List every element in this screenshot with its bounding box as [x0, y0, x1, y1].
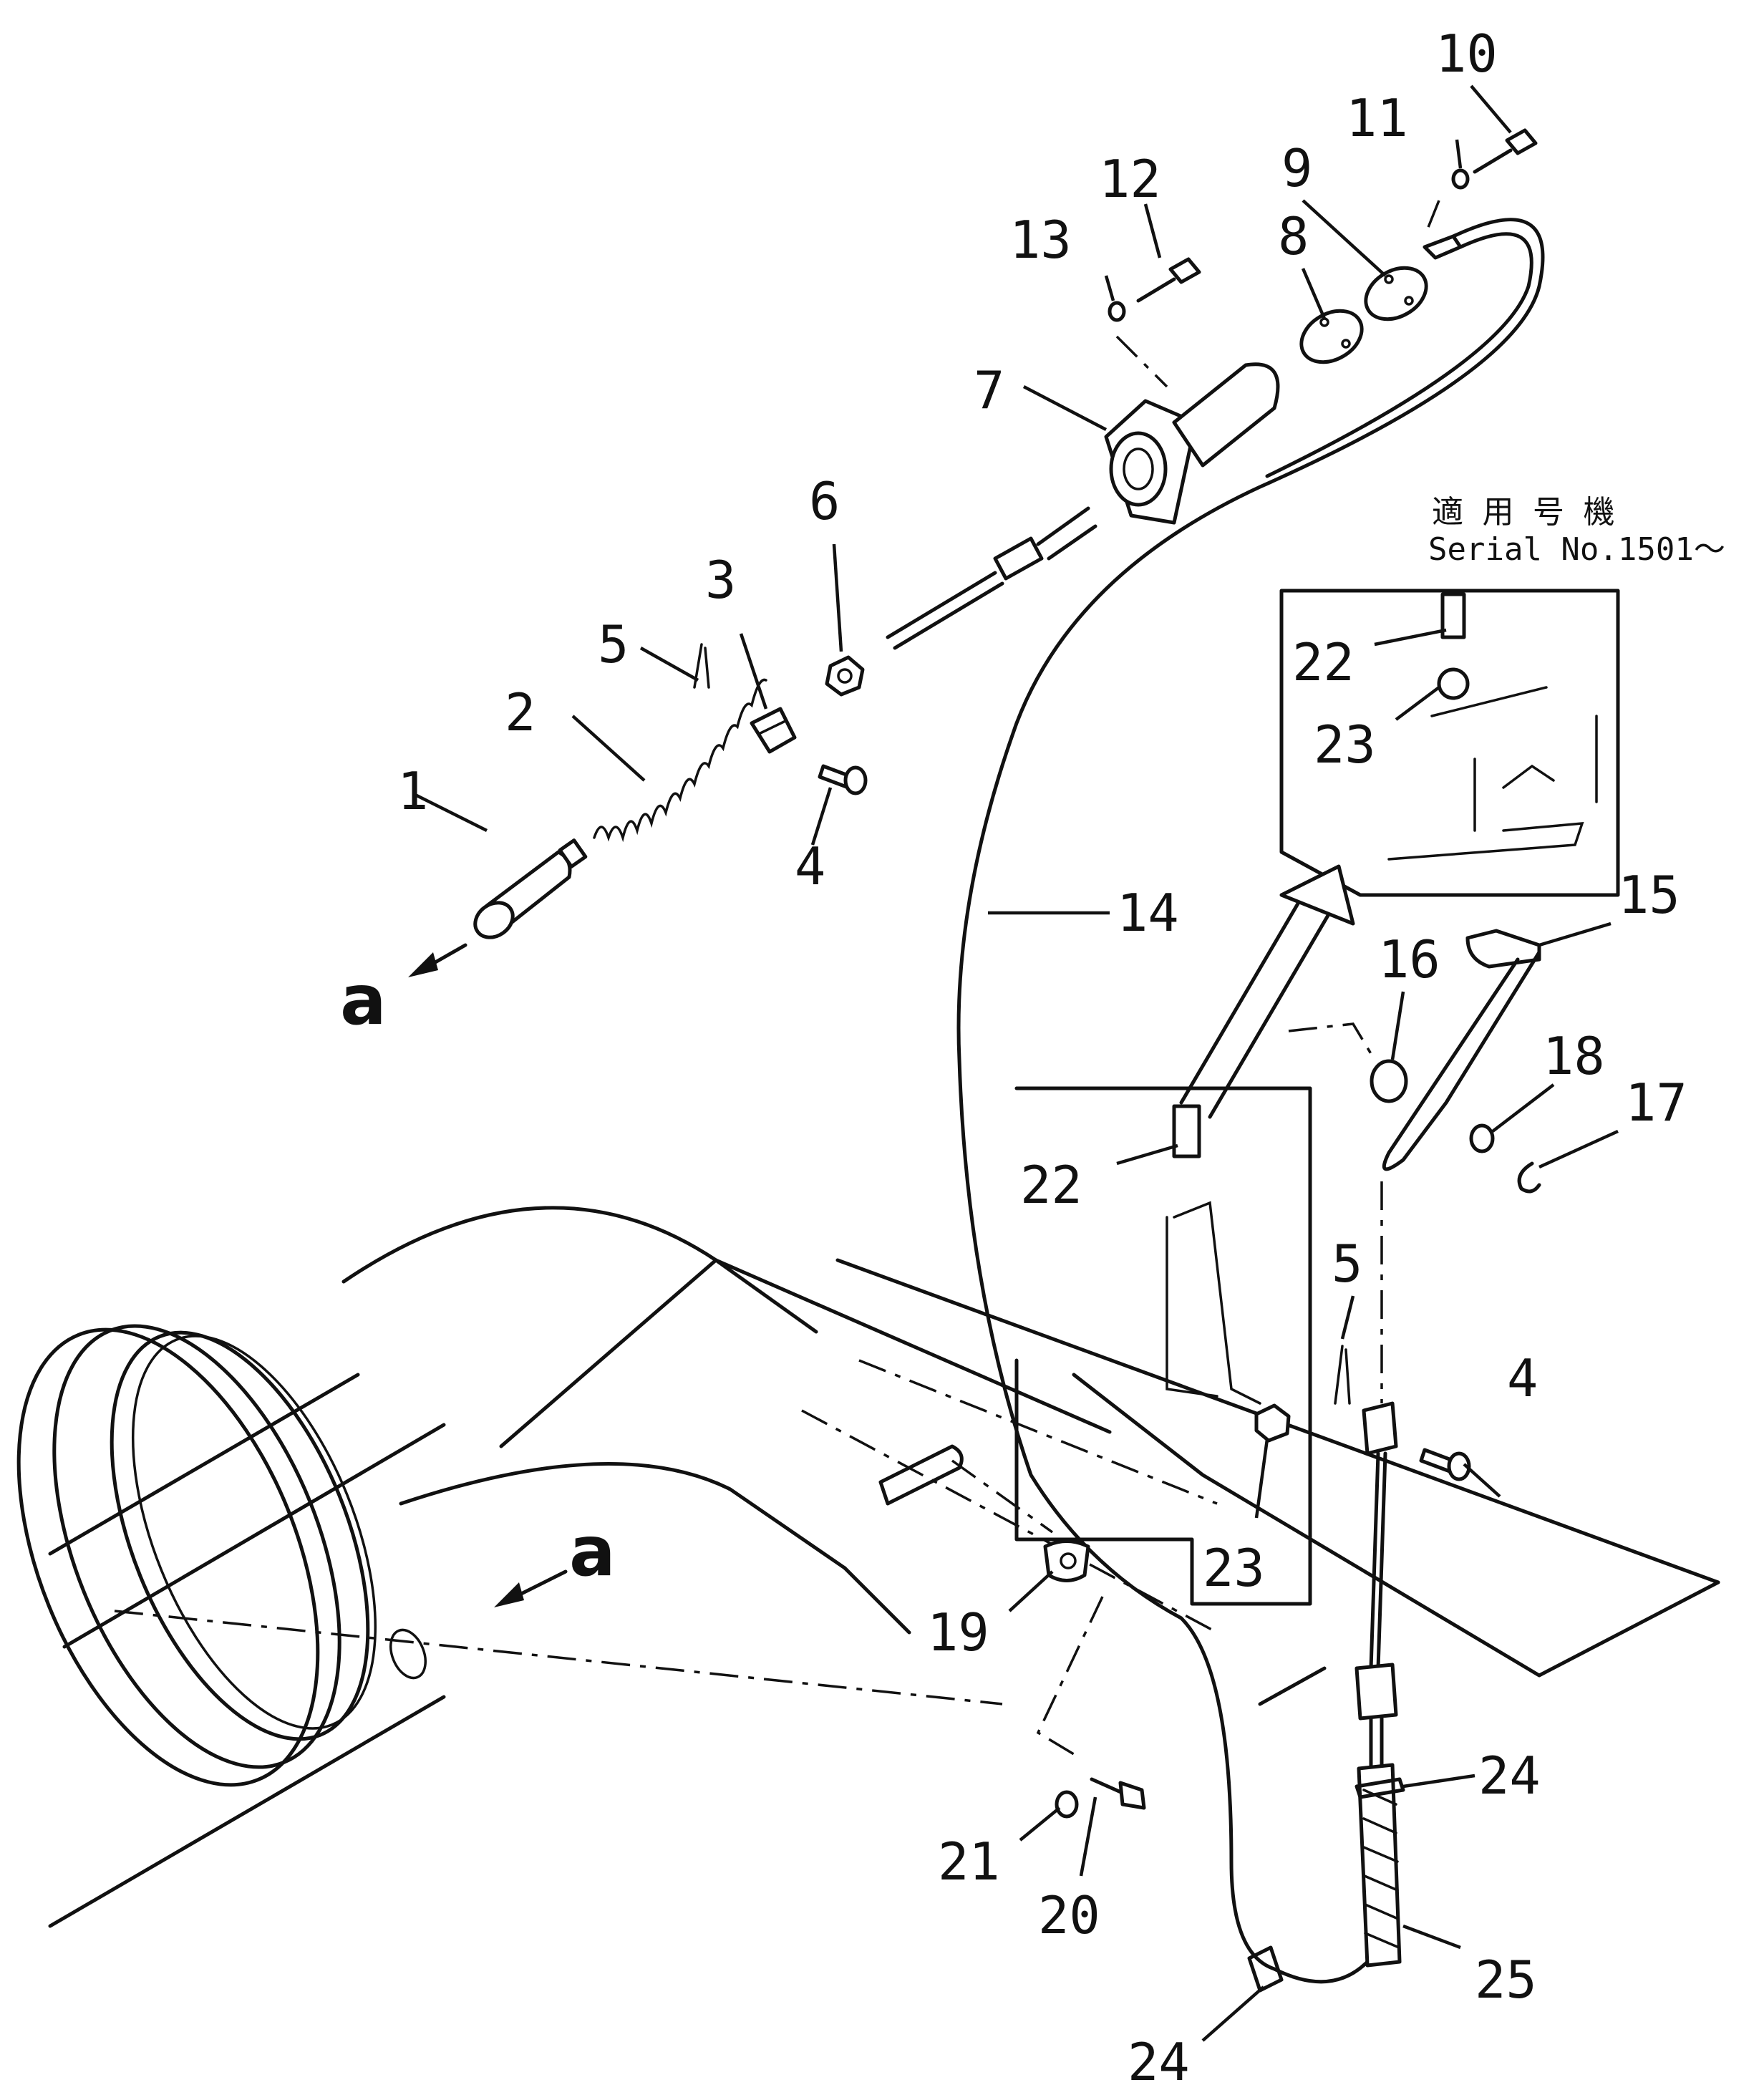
threaded-rod: [886, 506, 1097, 650]
part-24-band-lower: [1247, 1945, 1284, 1993]
detail-inset-upper: [1279, 589, 1620, 897]
callout-4: 4: [795, 836, 825, 896]
cable-end-clevis: [1354, 1401, 1398, 1771]
part-9-plate: [1364, 266, 1428, 321]
callout-labels: 1 2 3 4 5 6 7 8 9 10 11 12 13 14 15 16 1…: [397, 24, 1687, 2092]
applicable-serial-number: Serial No.1501～: [1428, 531, 1725, 568]
control-cable-14: [956, 218, 1545, 1984]
callout-7: 7: [974, 360, 1004, 420]
callout-13: 13: [1009, 210, 1072, 270]
callout-5: 5: [598, 614, 629, 674]
part-3-clevis: [750, 707, 797, 754]
part-20-bolt: [1090, 1777, 1146, 1810]
callout-17: 17: [1625, 1073, 1687, 1133]
callout-8: 8: [1278, 206, 1309, 266]
callout-24-upper: 24: [1478, 1746, 1541, 1806]
part-7-housing: [1104, 362, 1280, 525]
view-arrow-a-lower: [494, 1569, 568, 1607]
callout-19: 19: [927, 1602, 989, 1663]
view-label-a-lower: a: [569, 1511, 616, 1592]
callout-22-upper: 22: [1292, 632, 1354, 692]
callout-5-lower: 5: [1332, 1234, 1362, 1294]
part-2-spring: [593, 678, 767, 843]
view-arrow-a-upper: [408, 943, 467, 977]
part-6-nut: [825, 655, 865, 697]
callout-4-lower: 4: [1507, 1348, 1538, 1408]
callout-16: 16: [1378, 929, 1440, 990]
callout-24-lower: 24: [1128, 2032, 1190, 2091]
callout-2: 2: [505, 682, 536, 742]
part-10-bolt: [1473, 128, 1538, 174]
part-16-bushing: [1370, 1059, 1408, 1103]
part-13-washer: [1108, 301, 1126, 322]
callout-3: 3: [705, 550, 736, 610]
part-17-clip: [1517, 1161, 1541, 1194]
part-11-washer: [1451, 168, 1470, 190]
part-12-bolt: [1136, 257, 1201, 303]
part-21-washer: [1055, 1790, 1079, 1819]
detail-inset-lower: [1014, 1086, 1312, 1606]
view-label-a-upper: a: [340, 960, 387, 1040]
part-4-pin-lower: [1419, 1448, 1471, 1481]
inset-reference-arrow: [1179, 864, 1355, 1119]
part-25-cable-sheath: [1357, 1763, 1402, 1968]
part-4-pin: [818, 764, 868, 795]
callout-23-lower: 23: [1203, 1538, 1265, 1598]
callout-21: 21: [938, 1832, 1000, 1892]
callout-12: 12: [1099, 149, 1161, 209]
callout-15: 15: [1618, 865, 1680, 925]
part-5-cotter-pin-lower: [1334, 1345, 1351, 1405]
part-18-washer: [1469, 1123, 1495, 1153]
callout-6: 6: [809, 471, 840, 531]
callout-20: 20: [1038, 1885, 1100, 1945]
callout-10: 10: [1435, 24, 1498, 84]
axle-housing-outline: [16, 1206, 1720, 1928]
leader-lines: [414, 84, 1619, 2042]
callout-1: 1: [397, 761, 428, 821]
callout-18: 18: [1543, 1026, 1605, 1086]
part-24-band-upper: [1354, 1777, 1405, 1799]
callout-22-lower: 22: [1020, 1155, 1082, 1215]
part-15-lever: [1382, 929, 1541, 1171]
applicable-serial-heading: 適 用 号 機: [1432, 494, 1614, 531]
callout-14: 14: [1117, 883, 1179, 943]
part-1-rod-end: [473, 838, 588, 939]
callout-23-upper: 23: [1314, 715, 1376, 775]
callout-9: 9: [1281, 138, 1312, 198]
callout-11: 11: [1346, 88, 1408, 148]
part-8-plate: [1299, 309, 1364, 364]
callout-25: 25: [1475, 1950, 1537, 2010]
part-19-clamp: [1043, 1539, 1090, 1582]
